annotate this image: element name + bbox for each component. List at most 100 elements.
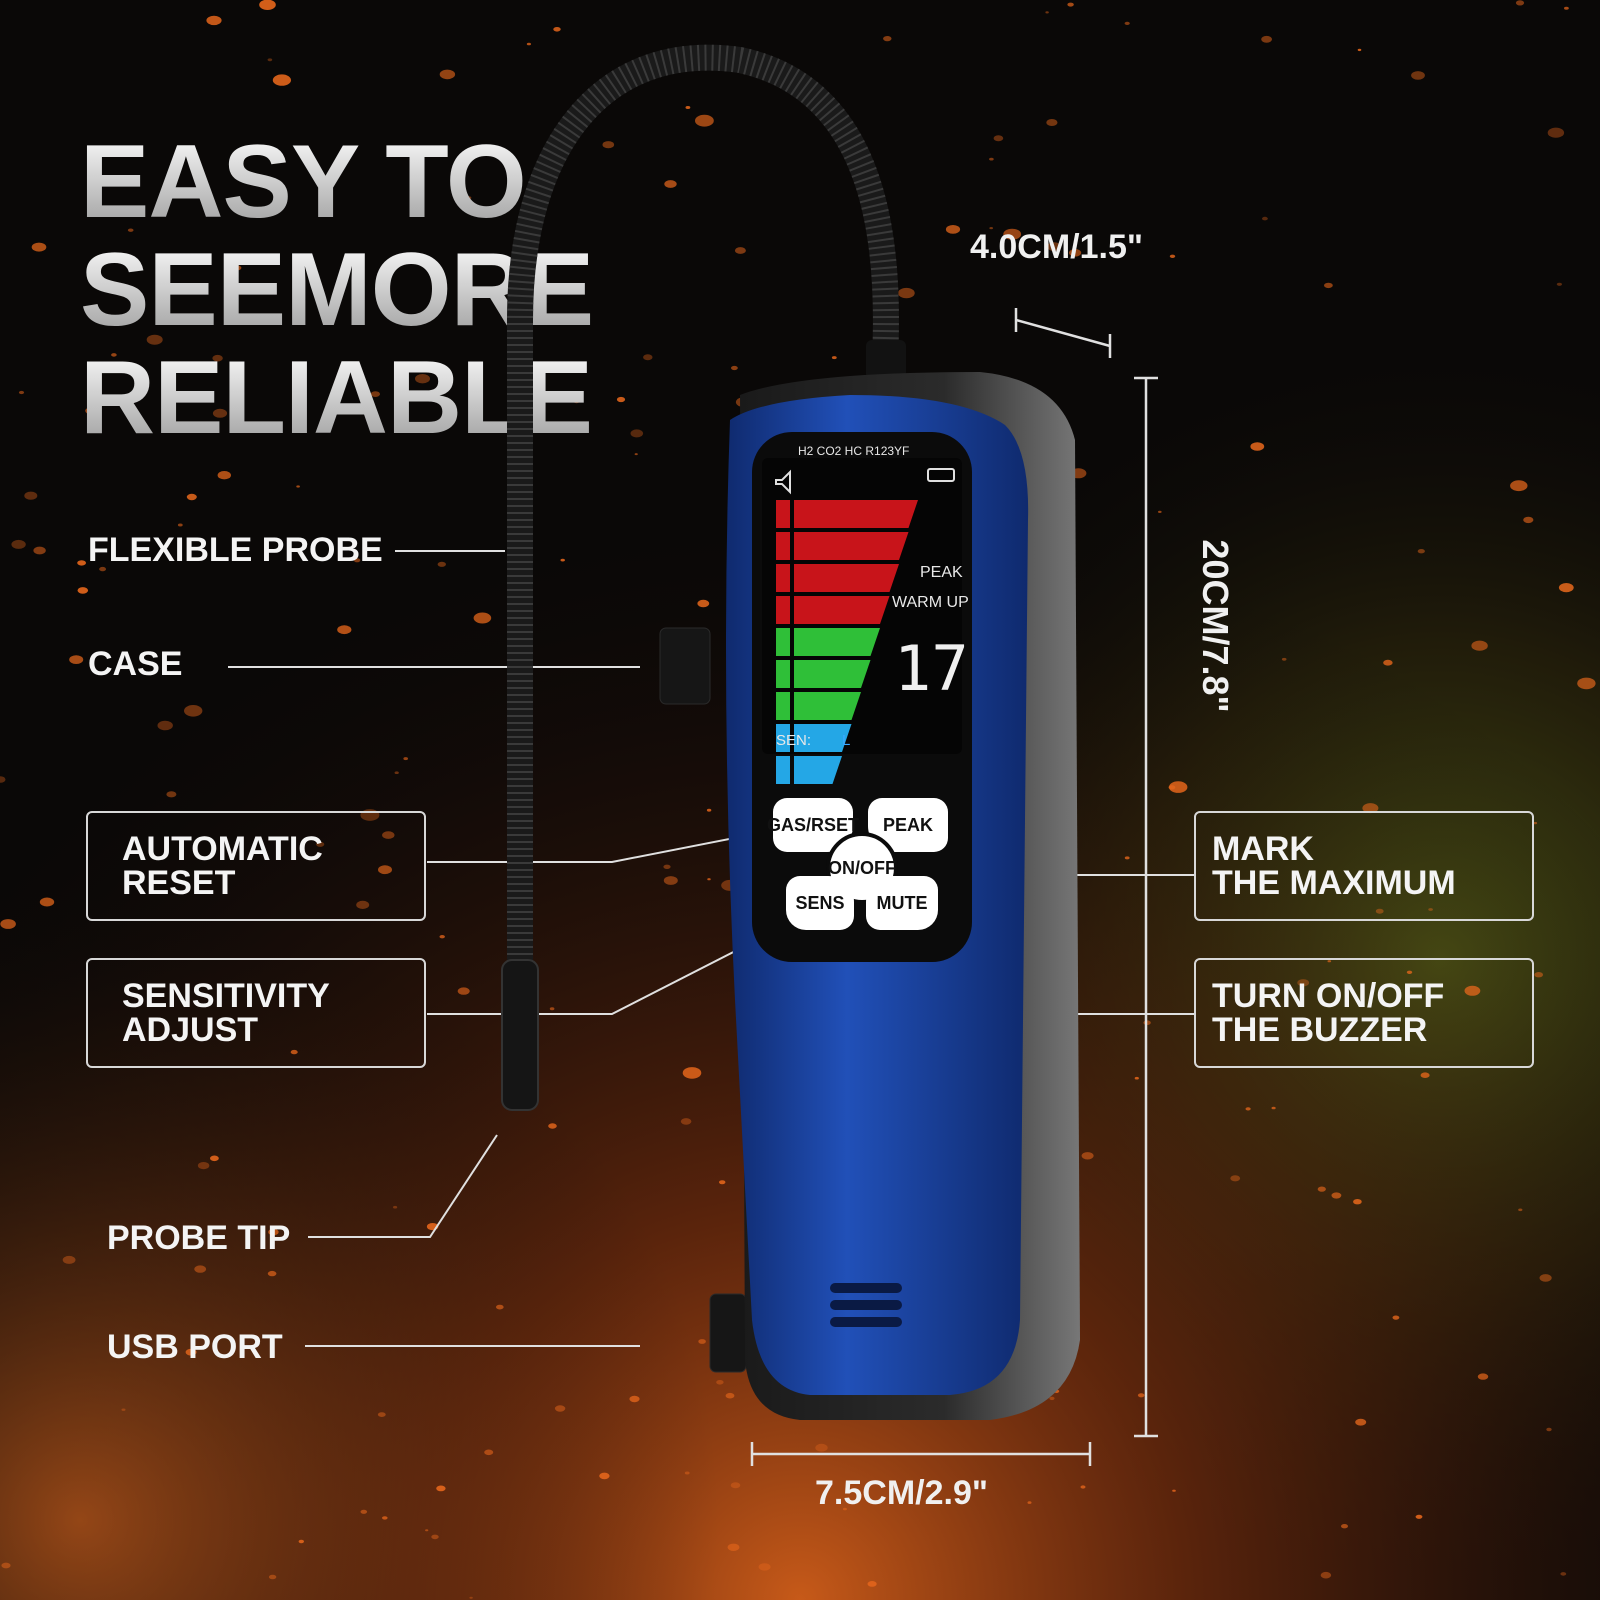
ember	[643, 354, 653, 361]
ember	[496, 1304, 504, 1310]
case-label: CASE	[88, 645, 183, 683]
ember	[146, 334, 163, 345]
ember	[186, 493, 197, 501]
ember	[1137, 1393, 1145, 1398]
ember	[62, 1255, 76, 1264]
ember	[682, 1067, 702, 1079]
signal-bar-cell	[776, 564, 790, 592]
ember	[157, 720, 173, 731]
ember	[1172, 1489, 1176, 1492]
ember	[599, 1472, 610, 1480]
ember	[290, 1049, 298, 1055]
signal-bar	[794, 596, 890, 624]
signal-bar-cell	[776, 628, 790, 656]
ember	[382, 1516, 388, 1520]
ember	[1169, 781, 1188, 793]
ember	[1027, 1501, 1032, 1504]
ember	[1271, 1106, 1276, 1110]
sensitivity-value: L	[842, 732, 851, 749]
ember	[1556, 282, 1562, 286]
probe-tip	[501, 959, 539, 1111]
ember	[1297, 979, 1310, 987]
ember	[1320, 1571, 1332, 1579]
usb-port[interactable]	[709, 1293, 747, 1373]
ember	[630, 429, 644, 438]
ember	[415, 374, 430, 384]
ember	[695, 114, 714, 127]
ember	[1124, 856, 1130, 860]
ember	[867, 1581, 877, 1587]
headline-line-1: EASY TO	[80, 128, 593, 236]
ember	[663, 864, 671, 869]
signal-bars	[776, 500, 918, 784]
gas-reset-button[interactable]: GAS/RSET	[767, 798, 859, 852]
ember	[457, 987, 470, 995]
signal-bar-cell	[776, 660, 790, 688]
ember	[1406, 970, 1413, 974]
ember	[734, 247, 746, 254]
sensitivity-label: SEN:	[776, 732, 812, 749]
ember	[77, 560, 86, 566]
ember	[573, 398, 580, 404]
ember	[634, 453, 638, 456]
ember	[1415, 1514, 1423, 1519]
ember	[1245, 1107, 1251, 1111]
ember	[469, 1596, 473, 1599]
ember	[1392, 1315, 1400, 1320]
ember	[1411, 71, 1425, 80]
ember	[1383, 659, 1393, 666]
ember	[1417, 549, 1425, 554]
ember	[1046, 119, 1058, 126]
ember	[197, 1162, 210, 1170]
ember	[166, 791, 177, 798]
sens-button[interactable]: SENS	[786, 876, 854, 930]
ember	[548, 1123, 557, 1129]
ember	[731, 365, 738, 371]
warm-up-indicator: WARM UP	[892, 594, 969, 611]
ember	[706, 808, 712, 812]
ember	[1558, 583, 1574, 593]
ember	[1523, 516, 1534, 524]
ember	[403, 757, 409, 761]
ember	[1560, 1572, 1567, 1576]
speaker-grille	[830, 1283, 902, 1327]
ember	[439, 69, 456, 80]
usb-port-label: USB PORT	[107, 1328, 283, 1366]
ember	[127, 228, 134, 232]
width-dimension: 7.5CM/2.9"	[815, 1474, 988, 1512]
ember	[989, 227, 993, 230]
ember	[0, 776, 6, 783]
ember	[616, 396, 626, 403]
ember	[758, 1563, 771, 1571]
mark-maximum-line-2: THE MAXIMUM	[1212, 864, 1456, 902]
ember	[1230, 1175, 1241, 1182]
ember	[1080, 1485, 1086, 1489]
ember	[316, 841, 325, 847]
ember	[1515, 0, 1525, 6]
ember	[210, 1155, 219, 1162]
ember	[268, 1574, 277, 1580]
ember	[1464, 985, 1481, 996]
ember	[31, 242, 47, 252]
ember	[484, 1449, 494, 1456]
ember	[439, 935, 445, 939]
ember	[337, 625, 352, 635]
ember	[1045, 11, 1049, 14]
ember	[1081, 1152, 1094, 1160]
ember	[1067, 2, 1074, 7]
ember	[719, 1180, 726, 1185]
sensitivity-adjust-callout: SENSITIVITY ADJUST	[86, 958, 426, 1068]
mute-button[interactable]: MUTE	[866, 876, 938, 930]
ember	[1124, 21, 1130, 25]
sensitivity-adjust-line-1: SENSITIVITY	[122, 977, 330, 1015]
dimension-arrows	[750, 308, 1158, 1466]
ember	[993, 135, 1004, 142]
ember	[268, 1228, 279, 1236]
ember	[716, 1380, 724, 1385]
ember	[1003, 228, 1022, 240]
ember	[1355, 1418, 1367, 1426]
ember	[725, 1392, 735, 1399]
ember	[1564, 6, 1569, 10]
ember	[233, 265, 242, 271]
